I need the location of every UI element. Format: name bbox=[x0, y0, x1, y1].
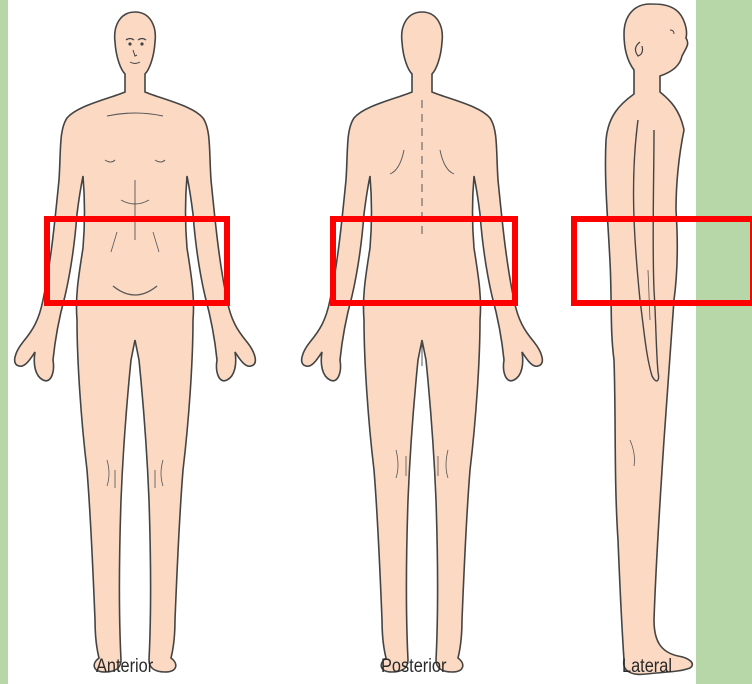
lateral-figure bbox=[605, 4, 692, 674]
posterior-region-highlight bbox=[330, 216, 518, 306]
posterior-label: Posterior bbox=[381, 656, 446, 678]
lateral-region-highlight bbox=[571, 216, 752, 306]
lateral-label: Lateral bbox=[622, 656, 672, 678]
anterior-region-highlight bbox=[44, 216, 230, 306]
posterior-figure bbox=[302, 12, 543, 672]
anterior-label: Anterior bbox=[96, 656, 153, 678]
anterior-figure bbox=[15, 12, 256, 672]
